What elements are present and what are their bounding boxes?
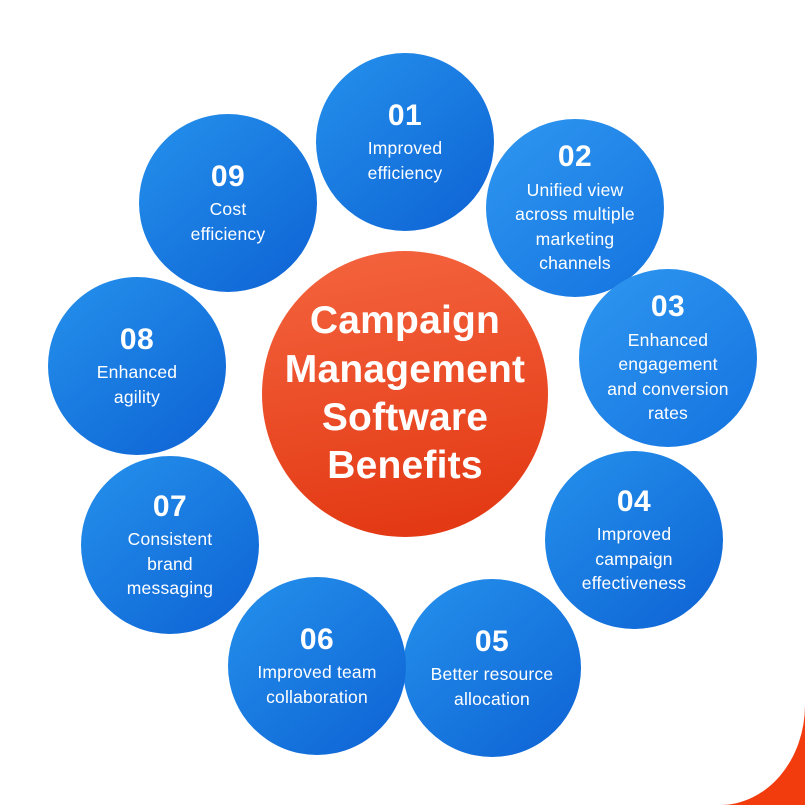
center-title: Campaign Management Software Benefits [284,299,526,488]
benefit-label: Better resource allocation [430,664,554,709]
benefit-circle-06: 06 Improved team collaboration [228,577,406,755]
benefit-label: Cost efficiency [190,199,266,244]
benefit-number: 01 [387,98,423,132]
benefit-circle-09: 09 Cost efficiency [139,114,317,292]
benefit-number: 05 [474,624,510,658]
benefit-number: 02 [557,140,593,174]
benefit-label: Enhanced agility [96,362,178,407]
benefit-circle-04: 04 Improved campaign effectiveness [545,451,723,629]
benefit-circle-07: 07 Consistent brand messaging [81,456,259,634]
corner-swoosh-cut [720,705,805,805]
benefit-circle-05: 05 Better resource allocation [403,579,581,757]
benefit-number: 07 [152,489,188,523]
benefit-number: 08 [119,322,155,356]
benefit-circle-02: 02 Unified view across multiple marketin… [486,119,664,297]
center-circle: Campaign Management Software Benefits [262,251,548,537]
corner-swoosh-decoration [720,705,805,805]
benefit-number: 03 [650,290,686,324]
benefit-label: Improved team collaboration [257,662,377,707]
benefit-label: Unified view across multiple marketing c… [515,179,635,274]
benefit-label: Improved efficiency [367,138,443,183]
benefit-number: 06 [299,622,335,656]
benefit-label: Consistent brand messaging [126,529,214,598]
benefit-label: Improved campaign effectiveness [581,524,687,593]
benefit-label: Enhanced engagement and conversion rates [607,329,729,424]
benefit-number: 04 [616,484,652,518]
benefit-circle-01: 01 Improved efficiency [316,53,494,231]
benefit-circle-08: 08 Enhanced agility [48,277,226,455]
benefit-circle-03: 03 Enhanced engagement and conversion ra… [579,269,757,447]
benefit-number: 09 [210,159,246,193]
